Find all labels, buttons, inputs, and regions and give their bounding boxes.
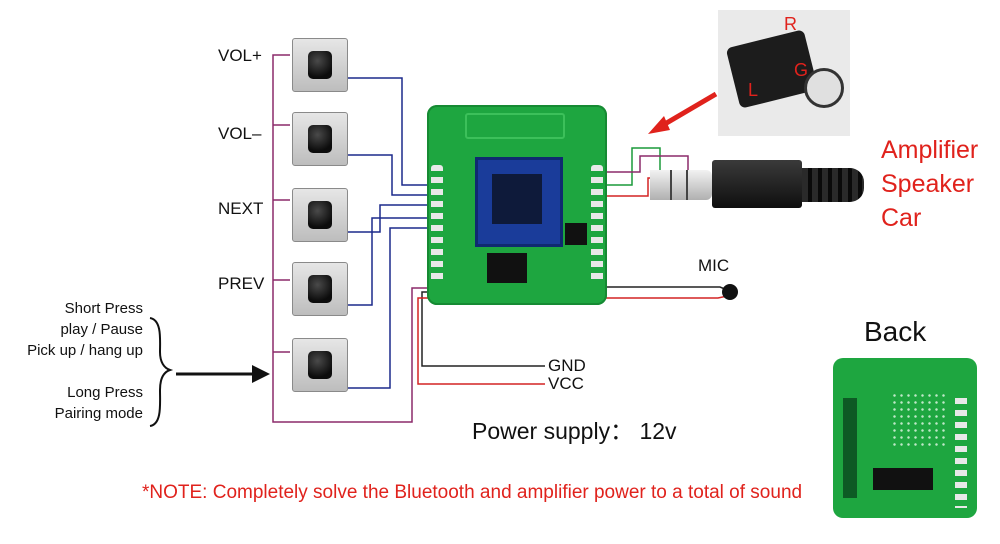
common-wire-purple: [272, 54, 430, 423]
vol-minus-label: VOL–: [218, 124, 262, 143]
button-cap-icon: [308, 351, 332, 379]
output-labels: Amplifier Speaker Car: [881, 133, 978, 235]
vol-plus-label: VOL+: [218, 46, 262, 65]
amplifier-label: Amplifier: [881, 136, 979, 164]
button-cap-icon: [308, 201, 332, 229]
audio-plug-icon: [712, 160, 802, 208]
multifunction-button: [292, 338, 348, 392]
vol-plus-wire: [345, 77, 432, 186]
mic-label: MIC: [698, 256, 730, 275]
audio-jack-photo: R G L: [718, 10, 850, 136]
button-cap-icon: [308, 51, 332, 79]
jack-arrow: [656, 91, 718, 131]
curly-brace: [149, 317, 174, 427]
back-via-grid: [891, 392, 945, 446]
plug-strain-relief: [802, 168, 864, 202]
left-pin-header: [431, 165, 443, 285]
chip-die: [492, 174, 542, 224]
play-pause-label: play / Pause: [60, 321, 143, 338]
amplifier-chip: [565, 223, 587, 245]
vcc-wire: [417, 297, 545, 385]
antenna-trace: [465, 113, 565, 139]
short-press-label: Short Press: [64, 300, 143, 317]
long-press-label: Long Press: [67, 384, 143, 401]
vol-minus-wire: [345, 154, 432, 196]
back-label: Back: [864, 316, 927, 347]
mic-wire-red: [604, 294, 733, 299]
car-label: Car: [881, 204, 922, 232]
mfb-wire: [345, 227, 432, 389]
button-cap-icon: [308, 275, 332, 303]
audio-wire-green: [604, 147, 661, 188]
next-label: NEXT: [218, 199, 264, 218]
prev-label: PREV: [218, 274, 265, 293]
microphone-icon: [722, 284, 738, 300]
audio-wire-purple: [604, 155, 689, 186]
vol-plus-button: [292, 38, 348, 92]
jack-g-label: G: [794, 60, 809, 80]
pick-hang-label: Pick up / hang up: [27, 342, 143, 359]
prev-button: [292, 262, 348, 316]
next-button: [292, 188, 348, 242]
vol-minus-button: [292, 112, 348, 166]
jack-l-label: L: [748, 80, 759, 100]
plug-tip: [650, 170, 712, 200]
back-chip: [873, 468, 933, 490]
note-text: *NOTE: Completely solve the Bluetooth an…: [142, 482, 803, 503]
bluetooth-chip: [475, 157, 563, 247]
back-trace: [843, 398, 857, 498]
jack-hole: [804, 68, 844, 108]
bluetooth-module-pcb: [427, 105, 607, 305]
prev-wire: [345, 217, 432, 306]
back-pin-header: [955, 398, 967, 508]
press-info: Short Press play / Pause Pick up / hang …: [0, 298, 143, 424]
mic-wire-black: [604, 286, 733, 293]
regulator-chip: [487, 253, 527, 283]
gnd-label: GND: [548, 356, 586, 375]
speaker-label: Speaker: [881, 170, 975, 198]
right-pin-header: [591, 165, 603, 285]
gnd-wire: [421, 291, 545, 367]
pairing-mode-label: Pairing mode: [54, 405, 143, 422]
jack-r-label: R: [784, 14, 797, 34]
vcc-label: VCC: [548, 374, 584, 393]
button-cap-icon: [308, 125, 332, 153]
back-pcb-photo: [833, 358, 977, 518]
power-supply-label: Power supply： 12v: [472, 418, 677, 444]
